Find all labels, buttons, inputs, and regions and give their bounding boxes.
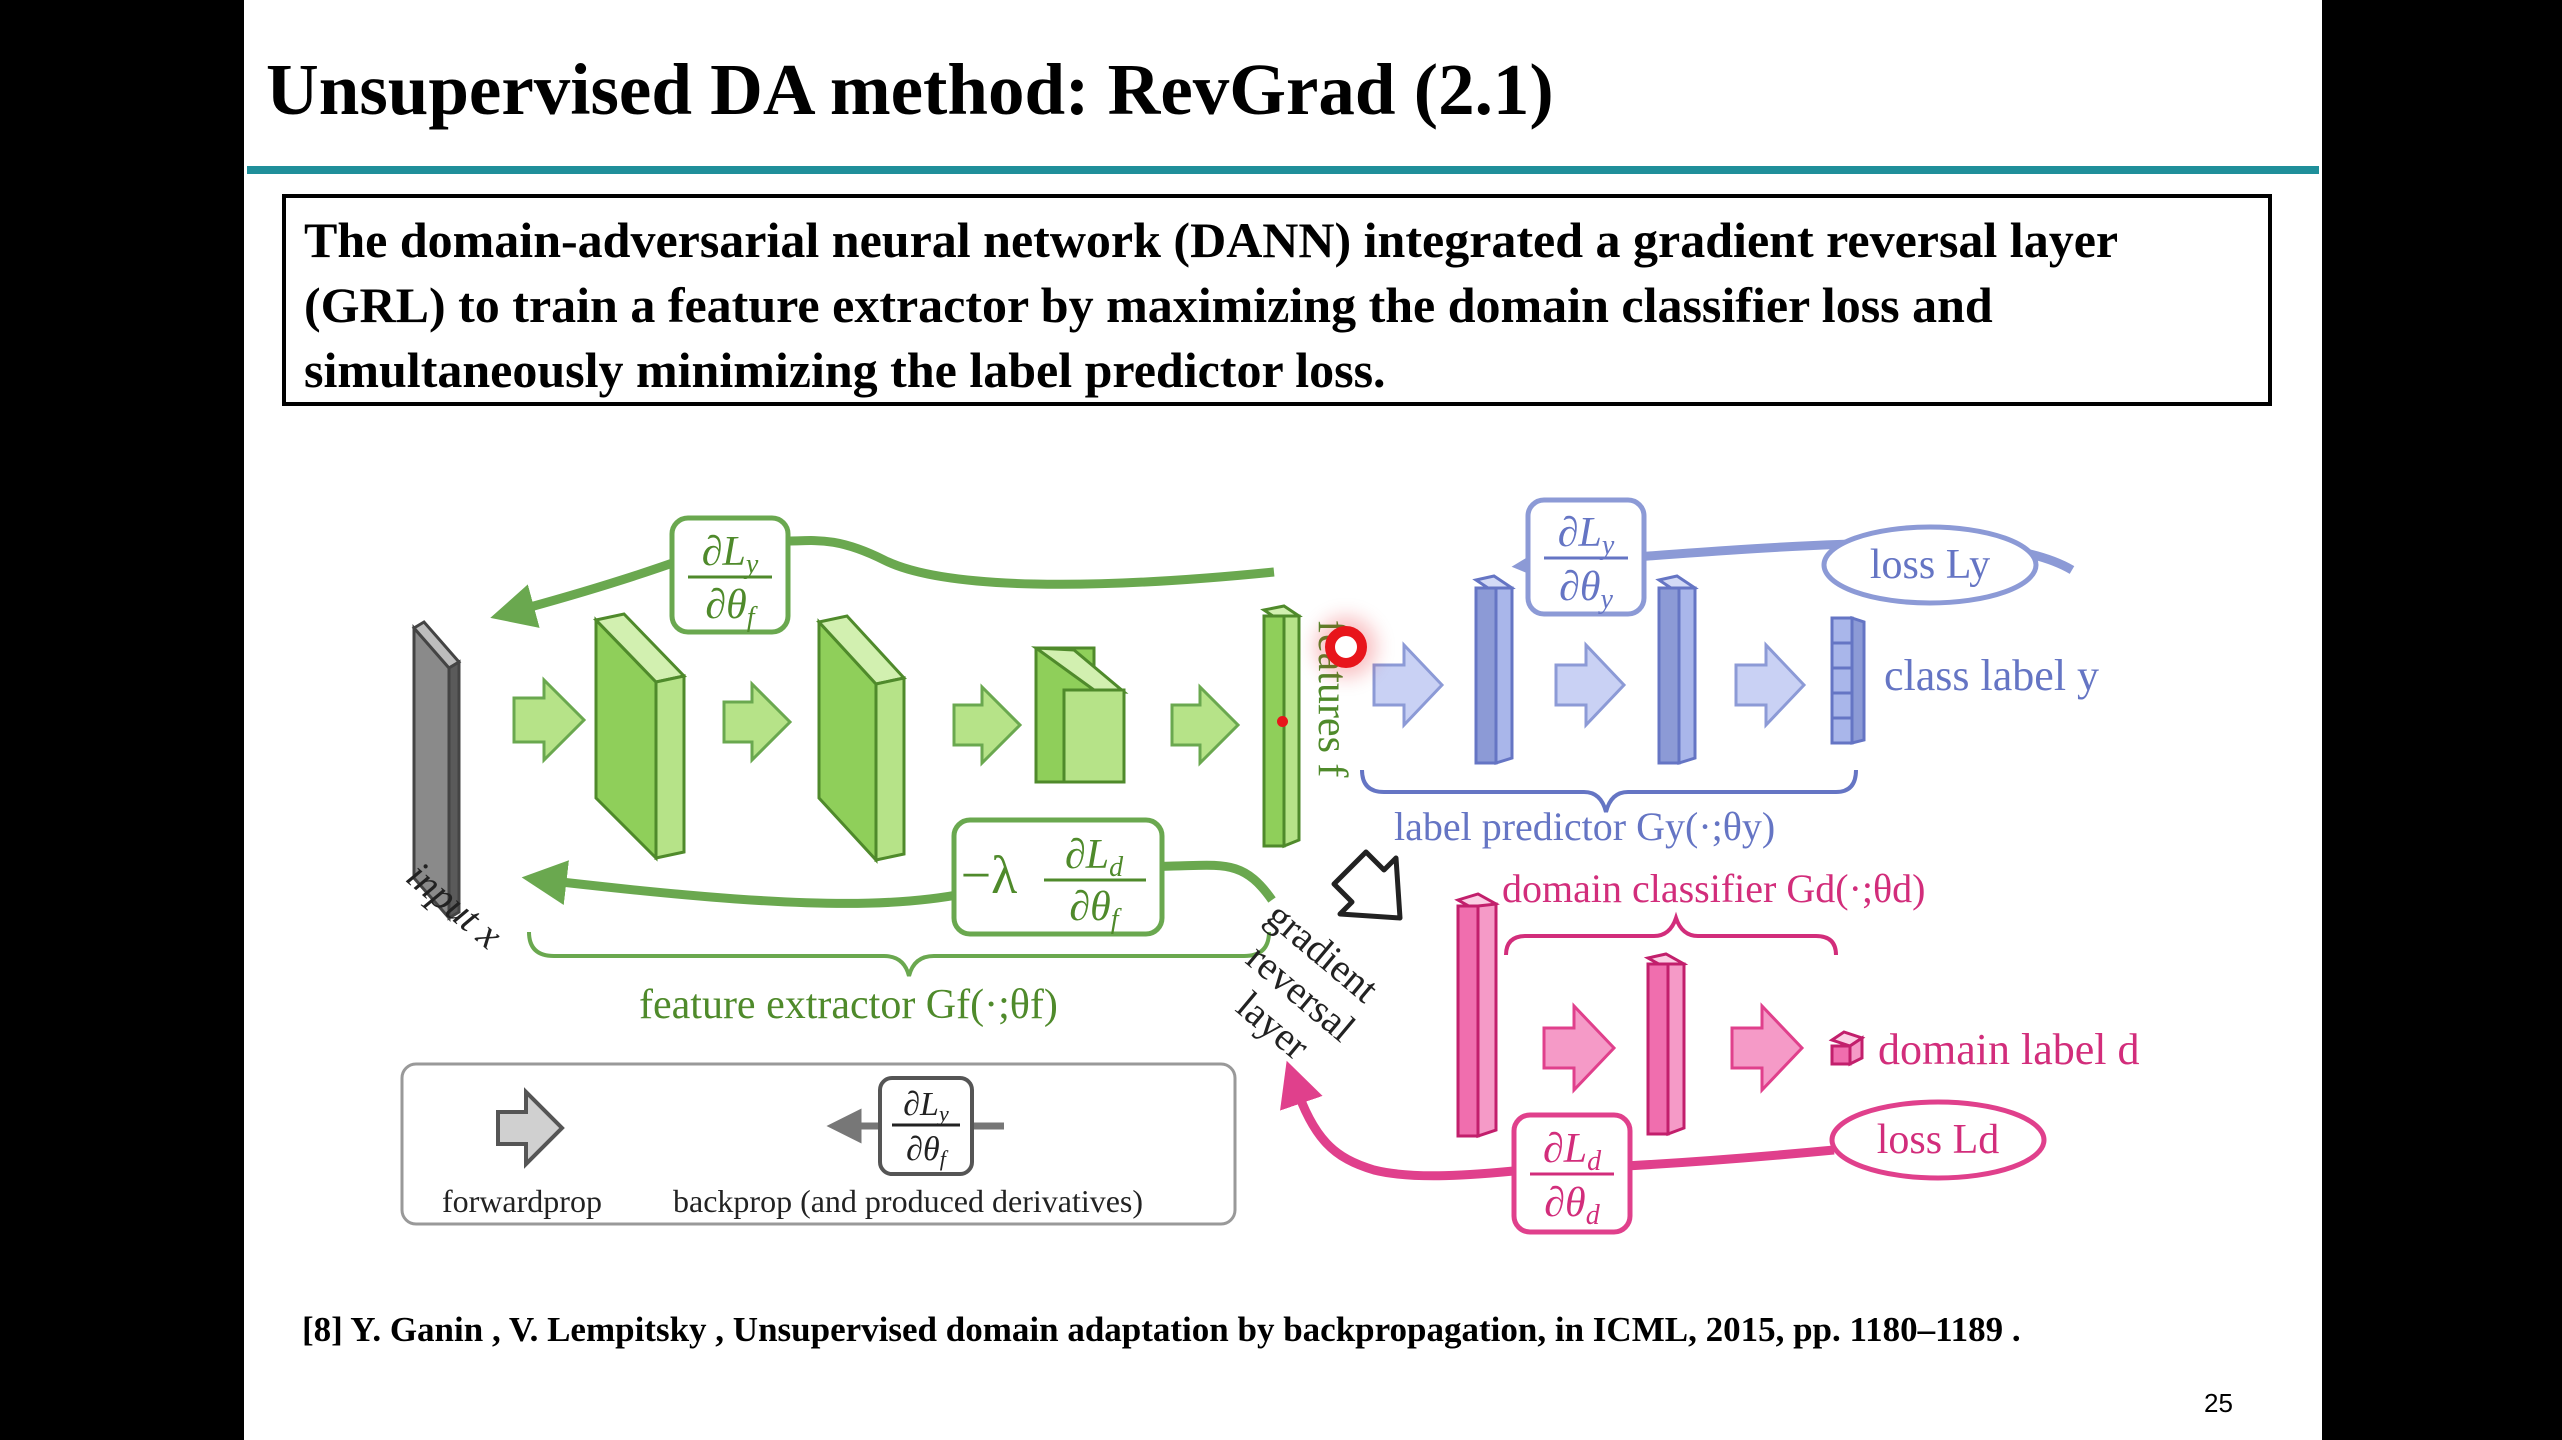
legend-grad-box: ∂Ly ∂θf xyxy=(878,1076,974,1176)
grl-arrow-icon xyxy=(1331,849,1403,921)
forward-arrow-4 xyxy=(1170,683,1241,767)
summary-box: The domain-adversarial neural network (D… xyxy=(282,194,2272,406)
label-predictor-layer-1 xyxy=(1472,574,1516,766)
loss-ld-node: loss Ld xyxy=(1829,1099,2047,1181)
grad-ld-theta-f-box: −λ ∂Ld ∂θf xyxy=(951,817,1165,937)
grad-ly-theta-y-box: ∂Ly ∂θy xyxy=(1525,497,1647,617)
forward-arrow-6 xyxy=(1554,641,1627,729)
class-label-output xyxy=(1830,615,1866,745)
features-layer xyxy=(1260,604,1303,849)
reference-citation: [8] Y. Ganin , V. Lempitsky , Unsupervis… xyxy=(302,1310,2021,1349)
label-predictor-brace xyxy=(1360,769,1858,813)
svg-text:loss Ld: loss Ld xyxy=(1877,1117,2000,1163)
svg-text:−λ: −λ xyxy=(961,845,1018,905)
domain-classifier-label: domain classifier Gd(·;θd) xyxy=(1502,866,1925,911)
slide: Unsupervised DA method: RevGrad (2.1) Th… xyxy=(244,0,2322,1440)
forward-arrow-5 xyxy=(1372,641,1445,729)
backprop-arrow-loss-d-to-grl xyxy=(1280,1060,1835,1181)
svg-text:∂θy: ∂θy xyxy=(1559,564,1613,615)
forward-arrow-9 xyxy=(1730,1002,1805,1094)
forward-arrow-1 xyxy=(512,676,587,764)
legend-backward-label: backprop (and produced derivatives) xyxy=(673,1183,1143,1219)
feature-layer-1 xyxy=(593,612,687,862)
forward-arrow-3 xyxy=(952,683,1023,767)
label-predictor-label: label predictor Gy(·;θy) xyxy=(1394,804,1775,849)
dann-architecture-diagram: input x features f xyxy=(398,497,2140,1235)
feature-layer-3 xyxy=(1031,646,1129,784)
feature-extractor-label: feature extractor Gf(·;θf) xyxy=(639,982,1058,1028)
domain-label: domain label d xyxy=(1878,1025,2140,1074)
forward-arrow-2 xyxy=(722,680,793,764)
title-rule xyxy=(247,166,2319,174)
pointer-highlight-icon xyxy=(1325,626,1367,668)
laser-pointer-dot-icon xyxy=(1277,716,1288,727)
page-number: 25 xyxy=(2204,1388,2233,1418)
feature-extractor-brace xyxy=(527,931,1271,977)
summary-text: The domain-adversarial neural network (D… xyxy=(304,212,2118,398)
forward-arrow-7 xyxy=(1734,641,1807,729)
grad-ly-theta-f-box: ∂Ly ∂θf xyxy=(669,515,791,635)
loss-ly-node: loss Ly xyxy=(1821,524,2039,606)
legend-forward-label: forwardprop xyxy=(442,1183,602,1219)
domain-classifier-layer-1 xyxy=(1454,892,1500,1139)
domain-label-output xyxy=(1828,1030,1866,1067)
forward-arrow-8 xyxy=(1542,1002,1617,1094)
class-label: class label y xyxy=(1884,651,2099,700)
domain-classifier-brace xyxy=(1504,911,1838,956)
legend-box: forwardprop ∂Ly ∂θf backprop (and produc… xyxy=(400,1062,1237,1226)
label-predictor-layer-2 xyxy=(1655,574,1699,766)
forwardprop-arrow-icon xyxy=(496,1087,565,1169)
domain-classifier-layer-2 xyxy=(1643,952,1689,1137)
input-image-layer xyxy=(411,620,462,922)
slide-title: Unsupervised DA method: RevGrad (2.1) xyxy=(266,49,1554,130)
grl-label: gradient reversal layer xyxy=(1228,892,1387,1068)
grad-ld-theta-d-box: ∂Ld ∂θd xyxy=(1511,1112,1633,1235)
backprop-arrow-features-to-input xyxy=(490,535,1275,628)
svg-text:loss Ly: loss Ly xyxy=(1870,542,1990,588)
feature-layer-2 xyxy=(816,614,907,864)
